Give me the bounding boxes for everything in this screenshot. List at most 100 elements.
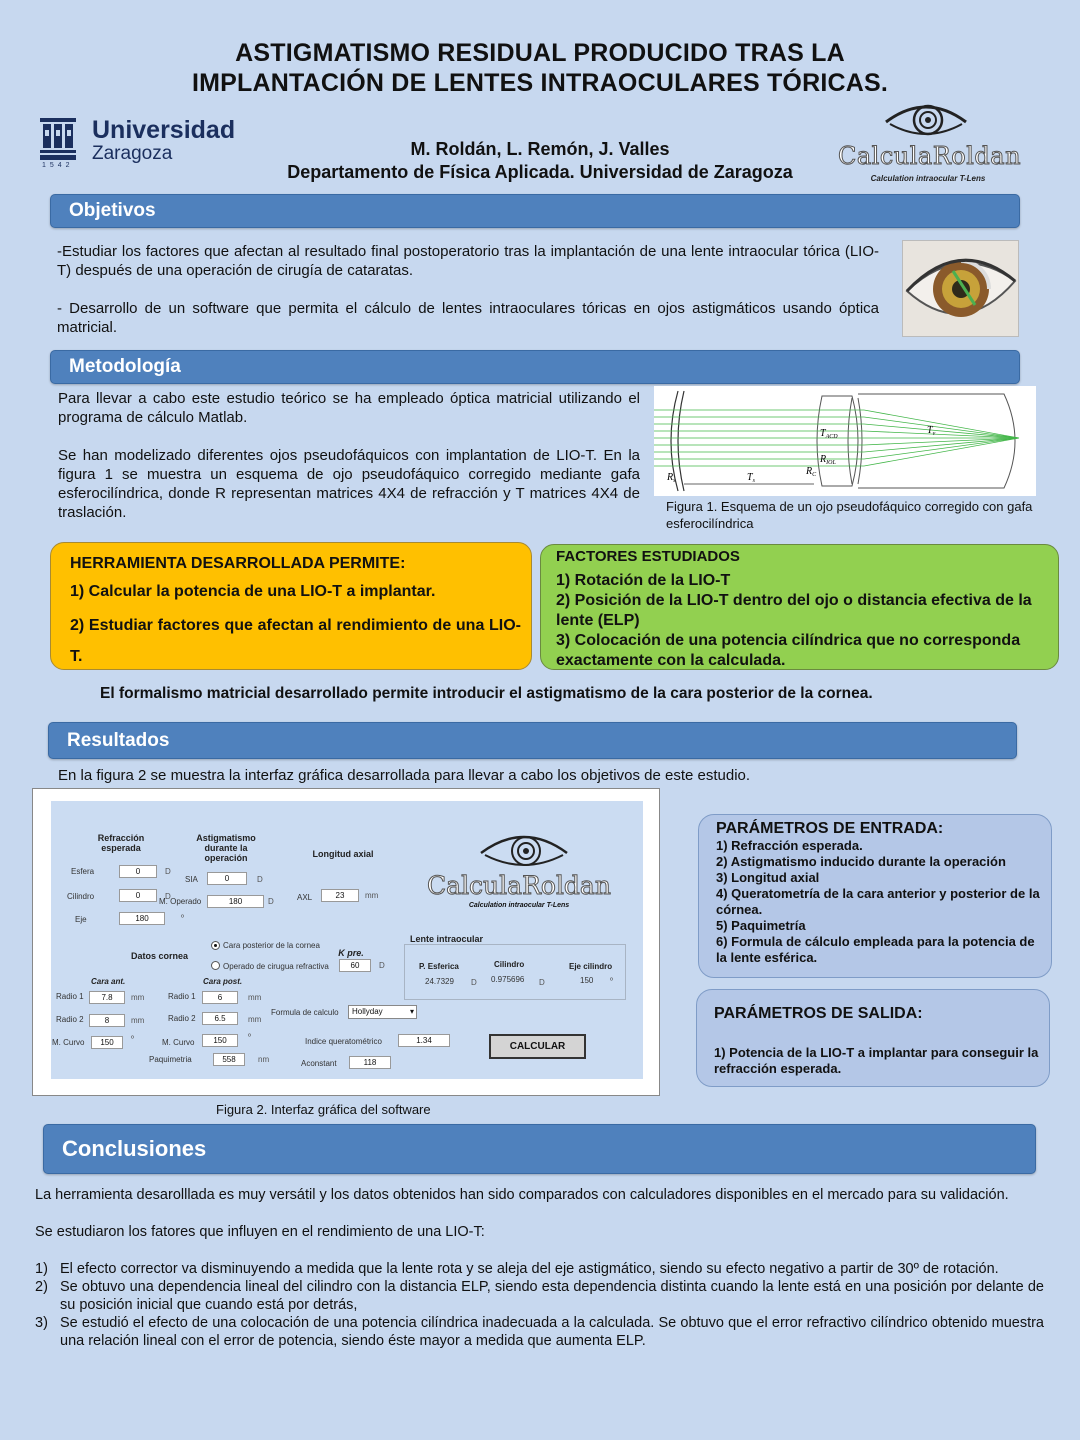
conclusiones-text: La herramienta desarolllada es muy versá… (35, 1186, 1044, 1350)
gui-axl-unit: mm (365, 891, 379, 900)
gui-radio1-label: Radio 1 (56, 992, 84, 1001)
figure-2-caption: Figura 2. Interfaz gráfica del software (216, 1102, 431, 1117)
metodologia-p2: Se han modelizado diferentes ojos pseudo… (58, 447, 640, 521)
metodologia-heading: Metodología (69, 356, 181, 377)
software-interface: Refracción esperada Astigmatismo durante… (51, 801, 643, 1079)
gui-paquimetria-input[interactable]: 558 (213, 1053, 245, 1066)
list-item: 2) Astigmatismo inducido durante la oper… (716, 854, 1006, 869)
gui-sia-unit: D (257, 875, 263, 884)
gui-radio2-ant-input[interactable]: 8 (89, 1014, 125, 1027)
label-tacd: TACD (820, 428, 838, 440)
gui-moperado-unit: D (268, 897, 274, 906)
list-item-number: 1) (35, 1261, 48, 1277)
parametros-entrada-list: 1) Refracción esperada. 2) Astigmatismo … (716, 838, 1046, 966)
objetivos-text: -Estudiar los factores que afectan al re… (57, 242, 879, 337)
eye-logo-icon (885, 104, 967, 136)
gui-kpre-input[interactable]: 60 (339, 959, 371, 972)
gui-kpre-label: K pre. (338, 948, 364, 958)
gui-formula-select[interactable]: Hollyday ▾ (348, 1005, 417, 1019)
gui-cil-label: Cilindro (494, 960, 525, 969)
list-item: 1) El efecto corrector va disminuyendo a … (35, 1260, 1044, 1278)
gui-radio-cirugia[interactable] (211, 961, 220, 970)
gui-cil-unit: D (539, 978, 545, 987)
gui-cilindro-label: Cilindro (67, 892, 95, 901)
gui-ejecil-unit: º (610, 976, 613, 985)
figure-2-gui: Refracción esperada Astigmatismo durante… (32, 788, 660, 1096)
gui-cilindro-input[interactable]: 0 (119, 889, 157, 902)
gui-pesferica-unit: D (471, 978, 477, 987)
label-riol: RIOL (819, 454, 836, 466)
gui-logo-eye-icon (480, 835, 568, 866)
list-item: 5) Paquimetría (716, 918, 806, 933)
list-item-number: 3) (35, 1315, 48, 1331)
resultados-intro: En la figura 2 se muestra la interfaz gr… (58, 767, 751, 784)
gui-formula-value: Hollyday (352, 1007, 383, 1016)
gui-radio1-ant-input[interactable]: 7.8 (89, 991, 125, 1004)
list-item: 3) Se estudió el efecto de una colocación… (35, 1314, 1044, 1350)
eye-image (902, 240, 1019, 337)
gui-mcurvo-ant-input[interactable]: 150 (91, 1036, 123, 1049)
herramienta-box: HERRAMIENTA DESARROLLADA PERMITE: 1) Cal… (50, 542, 532, 670)
list-item-text: El efecto corrector va disminuyendo a me… (60, 1261, 999, 1277)
objetivos-p1: -Estudiar los factores que afectan al re… (57, 243, 879, 279)
gui-sia-input[interactable]: 0 (207, 872, 247, 885)
objetivos-p2: - Desarrollo de un software que permita … (57, 300, 879, 336)
gui-mcurvo-post-unit: º (248, 1032, 251, 1041)
gui-longitud-label: Longitud axial (312, 849, 374, 859)
authors: M. Roldán, L. Remón, J. Valles (410, 139, 670, 159)
gui-kpre-unit: D (379, 961, 385, 970)
label-rc: RC (805, 466, 817, 478)
conclusiones-heading: Conclusiones (62, 1136, 207, 1161)
formalismo-statement: El formalismo matricial desarrollado per… (100, 685, 873, 702)
gui-radio2-post-input[interactable]: 6.5 (202, 1012, 238, 1025)
label-ts: Ts (747, 472, 756, 484)
gui-radio-post-label: Cara posterior de la cornea (223, 941, 320, 950)
title-line-2: IMPLANTACIÓN DE LENTES INTRAOCULARES TÓR… (191, 69, 889, 97)
calcular-button[interactable]: CALCULAR (489, 1034, 586, 1059)
gui-radio-post[interactable] (211, 941, 220, 950)
gui-radio1-post-input[interactable]: 6 (202, 991, 238, 1004)
figure-1-schematic: TACD Tv RIOL Rs Ts RC (654, 386, 1036, 496)
gui-mcurvo-ant-unit: º (131, 1034, 134, 1043)
resultados-heading: Resultados (67, 729, 170, 751)
gui-aconstant-input[interactable]: 118 (349, 1056, 391, 1069)
gui-mcurvo-ant-label: M. Curvo (52, 1038, 85, 1047)
gui-moperado-input[interactable]: 180 (207, 895, 264, 908)
gui-radio2-label: Radio 2 (56, 1015, 84, 1024)
gui-lente-label: Lente intraocular (408, 934, 486, 944)
gui-cara-ant: Cara ant. (91, 977, 126, 986)
gui-mcurvo-post-input[interactable]: 150 (202, 1034, 238, 1047)
gui-esfera-input[interactable]: 0 (119, 865, 157, 878)
factores-box: FACTORES ESTUDIADOS 1) Rotación de la LI… (540, 544, 1059, 670)
herramienta-item-1: 1) Calcular la potencia de una LIO-T a i… (70, 583, 436, 600)
gui-eje-unit: º (181, 913, 184, 922)
gui-indice-input[interactable]: 1.34 (398, 1034, 450, 1047)
factores-item-2: 2) Posición de la LIO-T dentro del ojo o… (556, 592, 1032, 629)
gui-eje-input[interactable]: 180 (119, 912, 165, 925)
list-item: 3) Longitud axial (716, 870, 820, 885)
factores-list: 1) Rotación de la LIO-T 2) Posición de l… (556, 571, 1048, 671)
parametros-salida-box: PARÁMETROS DE SALIDA: 1) Potencia de la … (696, 989, 1050, 1087)
list-item-text: Se obtuvo una dependencia lineal del cil… (60, 1279, 1044, 1313)
gui-cara-post: Cara post. (203, 977, 243, 986)
conclusiones-p1: La herramienta desarolllada es muy versá… (35, 1187, 1009, 1203)
gui-aconstant-label: Aconstant (301, 1059, 337, 1068)
figure-1-caption: Figura 1. Esquema de un ojo pseudofáquic… (666, 499, 1033, 531)
herramienta-title: HERRAMIENTA DESARROLLADA PERMITE: (70, 555, 406, 572)
gui-moperado-label: M. Operado (159, 897, 202, 906)
conclusiones-p2: Se estudiaron los fatores que influyen e… (35, 1224, 485, 1240)
gui-pesferica-val: 24.7329 (425, 977, 454, 986)
gui-axl-input[interactable]: 23 (321, 889, 359, 902)
section-header-objetivos: Objetivos (50, 194, 1020, 228)
chevron-down-icon: ▾ (409, 1007, 414, 1016)
conclusiones-list: 1) El efecto corrector va disminuyendo a … (35, 1260, 1044, 1350)
list-item-text: Se estudió el efecto de una colocación d… (60, 1315, 1044, 1349)
section-header-metodologia: Metodología (50, 350, 1020, 384)
gui-mcurvo-post-label: M. Curvo (162, 1038, 195, 1047)
label-rs: Rs (666, 472, 676, 484)
parametros-salida-title: PARÁMETROS DE SALIDA: (714, 1005, 923, 1022)
poster-title: ASTIGMATISMO RESIDUAL PRODUCIDO TRAS LA … (0, 38, 1080, 98)
section-header-conclusiones: Conclusiones (43, 1124, 1036, 1174)
gui-logo-name: CalculaRoldan (427, 871, 612, 901)
gui-radio1-ant-unit: mm (131, 993, 145, 1002)
